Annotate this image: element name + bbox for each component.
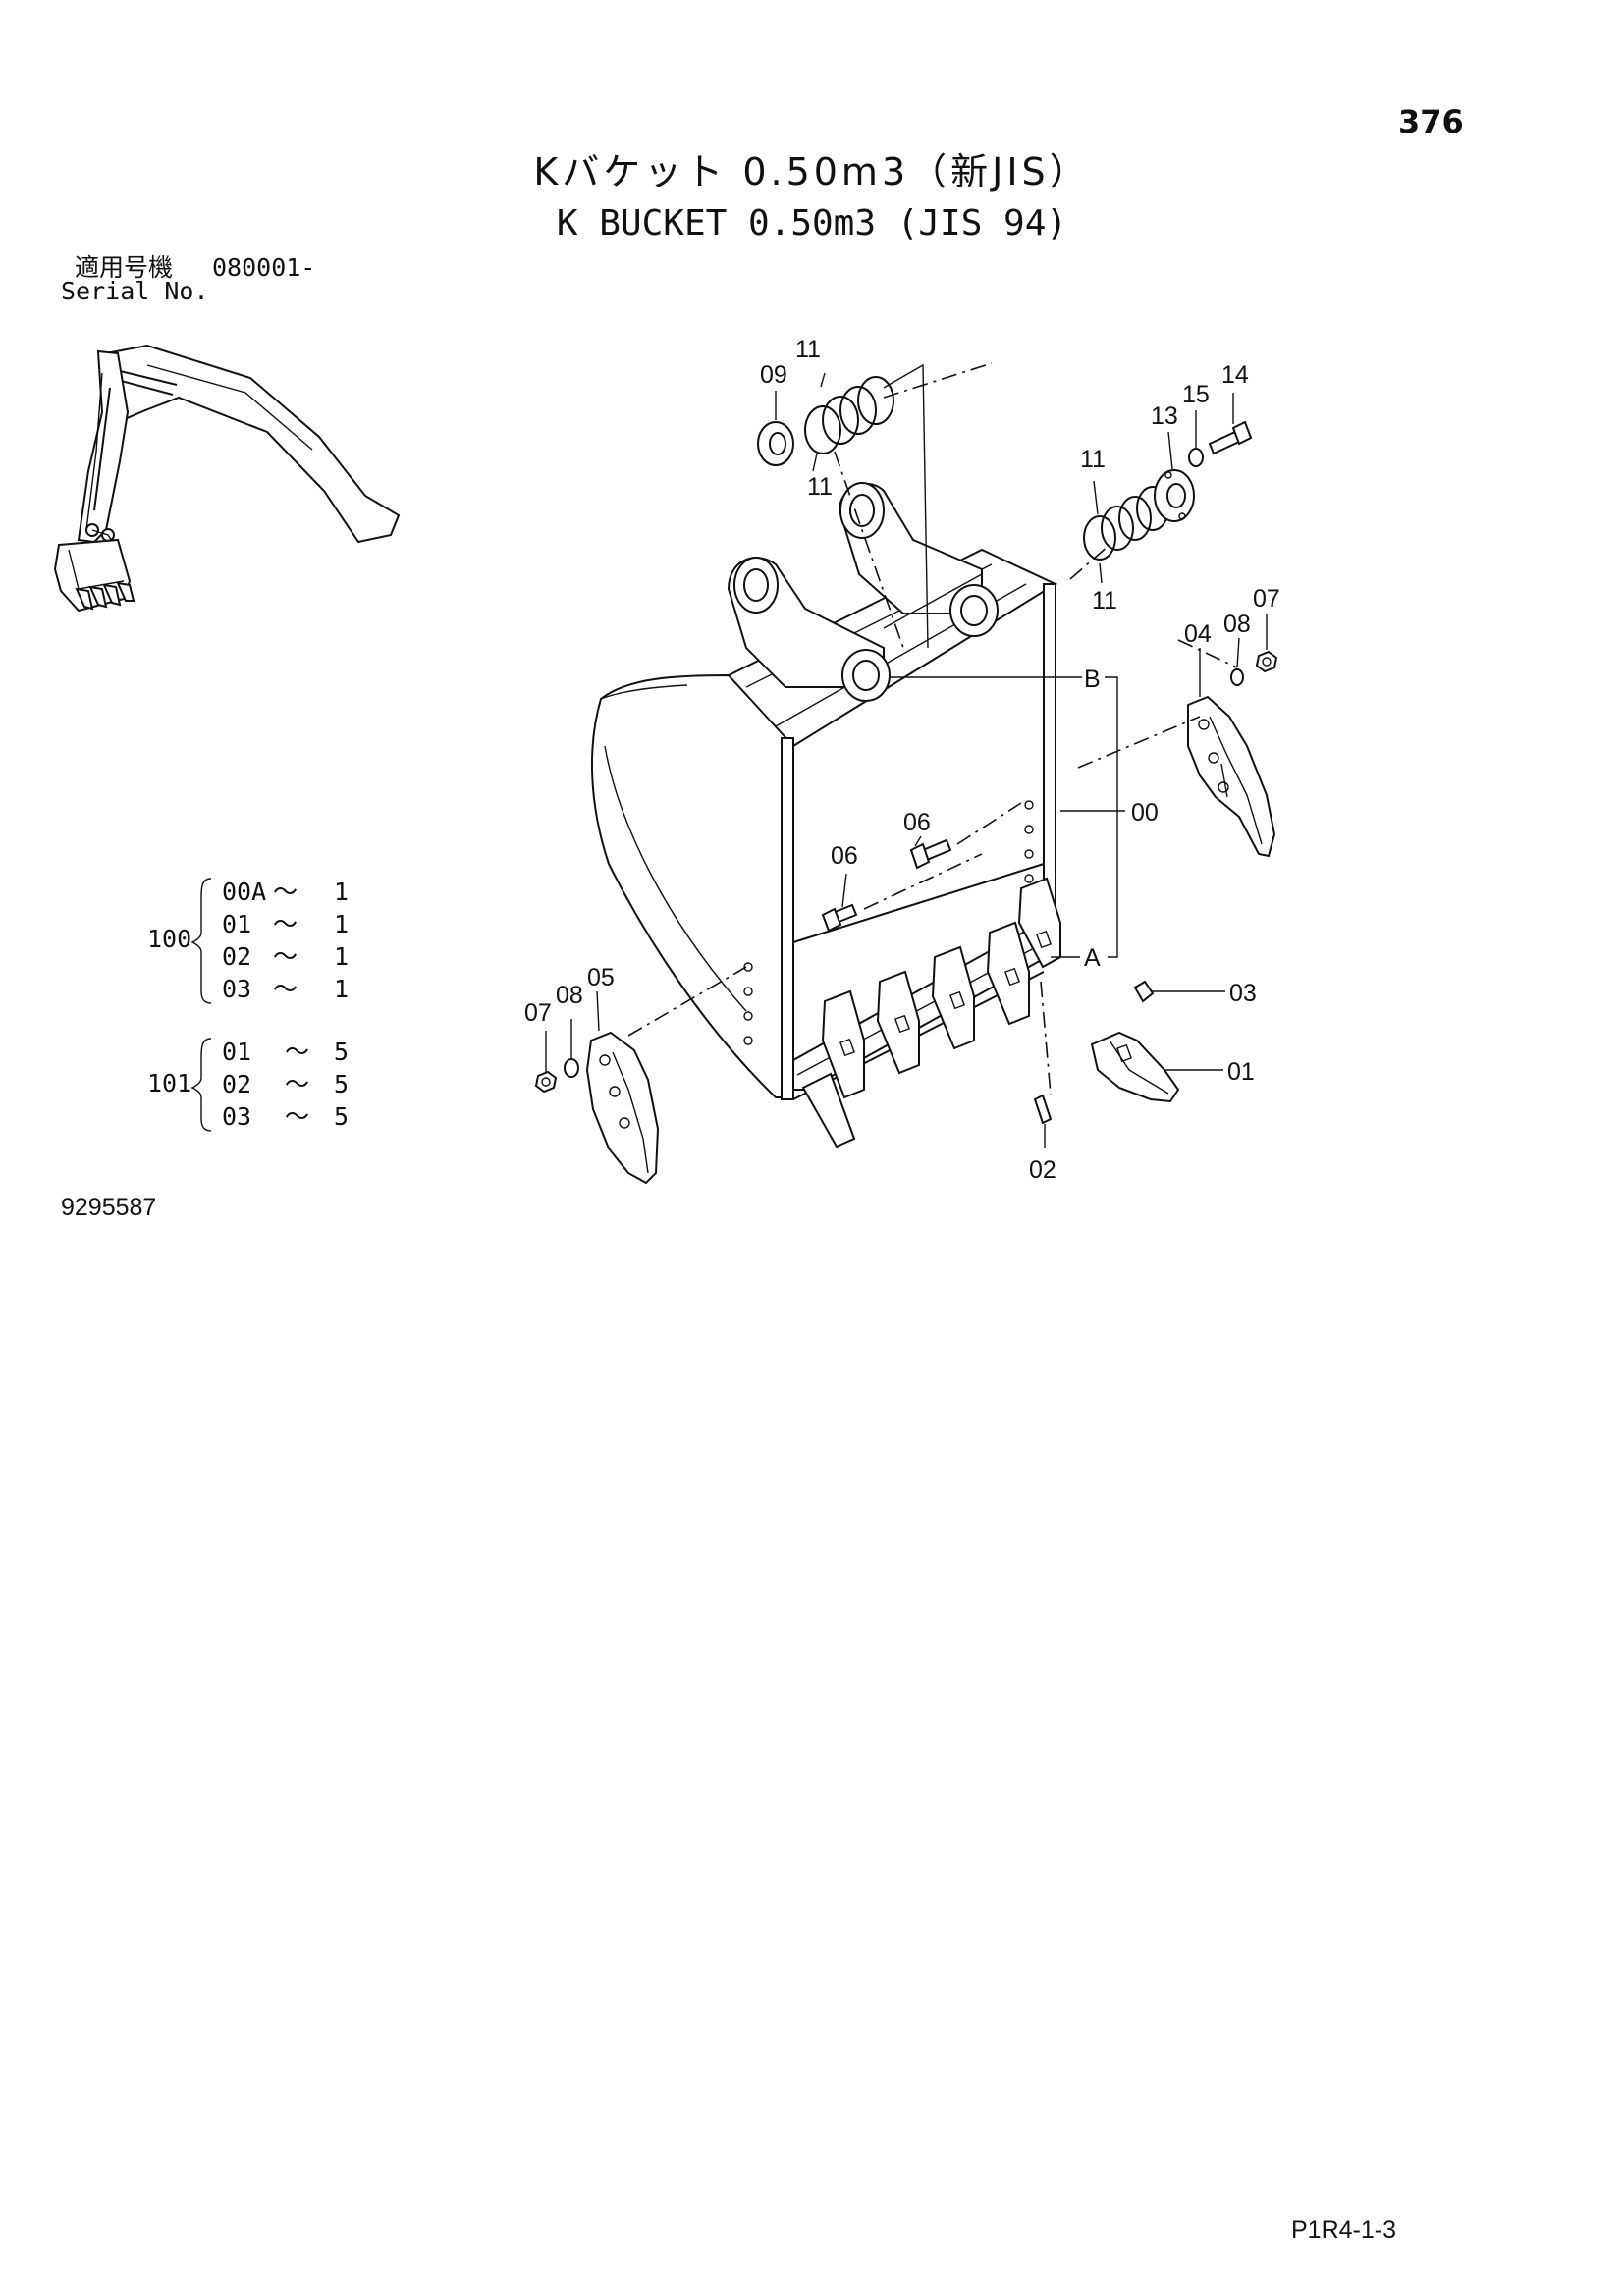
part-14-bolt: [1208, 420, 1253, 455]
callout-11-a: 11: [795, 336, 821, 363]
part-05-side-cutter: [585, 1031, 660, 1185]
callout-07-left: 07: [524, 999, 552, 1027]
set-id: 100: [147, 925, 191, 953]
part-06-bolt-upper: [909, 838, 952, 870]
callout-05: 05: [587, 964, 615, 991]
set-row-part: 00A: [222, 878, 266, 906]
set-row-sep: ～: [273, 878, 298, 906]
part-07-nut-right: [1255, 650, 1278, 673]
bucket-teeth: [801, 877, 1061, 1148]
callout-08-left: 08: [556, 982, 583, 1009]
set-row-qty: 1: [334, 942, 349, 971]
part-07-nut-left: [534, 1070, 558, 1094]
part-08-washer-left: [564, 1058, 579, 1078]
part-set-100: 100 00A ～ 1 01 ～ 1 02 ～ 1 03 ～ 1: [147, 878, 349, 1004]
callout-01: 01: [1227, 1058, 1255, 1086]
serial-label-english: Serial No.: [61, 277, 209, 305]
part-15-washer: [1188, 448, 1204, 467]
part-04-side-cutter: [1187, 695, 1276, 858]
set-row-qty: 1: [334, 878, 349, 906]
callout-a: A: [1084, 944, 1101, 972]
serial-number-value: 080001-: [212, 253, 316, 282]
set-row-part: 03: [222, 975, 251, 1003]
set-row-sep: ～: [285, 1038, 309, 1066]
callout-09: 09: [760, 361, 787, 389]
serial-label-japanese: 適用号機: [75, 253, 174, 282]
callout-03: 03: [1229, 980, 1257, 1007]
callout-06-upper: 06: [903, 809, 931, 836]
callout-15: 15: [1182, 381, 1210, 408]
callout-11-c: 11: [1080, 446, 1106, 473]
set-row-part: 01: [222, 1038, 251, 1066]
bucket-assembly: [590, 482, 1061, 1148]
part-set-101: 101 01 ～ 5 02 ～ 5 03 ～ 5: [147, 1038, 349, 1132]
callout-b: B: [1084, 666, 1101, 693]
set-row-part: 01: [222, 910, 251, 938]
callout-02: 02: [1029, 1156, 1056, 1184]
part-06-bolt-lower: [821, 903, 858, 933]
set-row-sep: ～: [285, 1102, 309, 1131]
part-13-plate: [1154, 469, 1195, 522]
set-row-qty: 1: [334, 975, 349, 1003]
set-row-sep: ～: [273, 942, 298, 971]
excavator-thumbnail: [53, 344, 401, 613]
callout-04: 04: [1184, 620, 1212, 648]
callout-11-d: 11: [1092, 587, 1117, 614]
set-row-qty: 5: [334, 1038, 349, 1066]
part-03-lock: [1133, 980, 1155, 1003]
part-11-shims-upper: [804, 376, 894, 454]
drawing-number: 9295587: [61, 1194, 157, 1221]
callout-06-lower: 06: [831, 842, 858, 870]
set-row-sep: ～: [273, 975, 298, 1003]
set-row-sep: ～: [285, 1070, 309, 1098]
page-title-japanese: Kバケット 0.50m3（新JIS）: [533, 150, 1091, 193]
set-row-qty: 5: [334, 1070, 349, 1098]
callout-14: 14: [1221, 361, 1249, 389]
set-row-qty: 1: [334, 910, 349, 938]
set-row-part: 03: [222, 1102, 251, 1131]
part-01-tooth-point: [1090, 1031, 1180, 1103]
set-id: 101: [147, 1069, 191, 1097]
callout-07-right: 07: [1253, 585, 1280, 613]
part-11-shims-right: [1083, 486, 1169, 561]
callout-13: 13: [1151, 402, 1178, 430]
set-row-sep: ～: [273, 910, 298, 938]
set-row-part: 02: [222, 942, 251, 971]
part-09-seal: [757, 421, 794, 466]
leader-lines: [545, 363, 1268, 1148]
callout-00: 00: [1131, 799, 1159, 827]
callout-08-right: 08: [1223, 611, 1251, 638]
page-title-english: K BUCKET 0.50m3 (JIS 94): [556, 203, 1068, 243]
part-08-washer-right: [1230, 668, 1244, 686]
part-02-pin: [1033, 1094, 1053, 1125]
set-row-qty: 5: [334, 1102, 349, 1131]
page-code: P1R4-1-3: [1291, 2216, 1396, 2244]
page-number: 376: [1398, 103, 1464, 140]
set-row-part: 02: [222, 1070, 251, 1098]
callout-11-b: 11: [807, 473, 833, 501]
callout-labels: 09 11 11 11 11 13 15 14 08 07 04 B 06 06…: [524, 336, 1280, 1184]
